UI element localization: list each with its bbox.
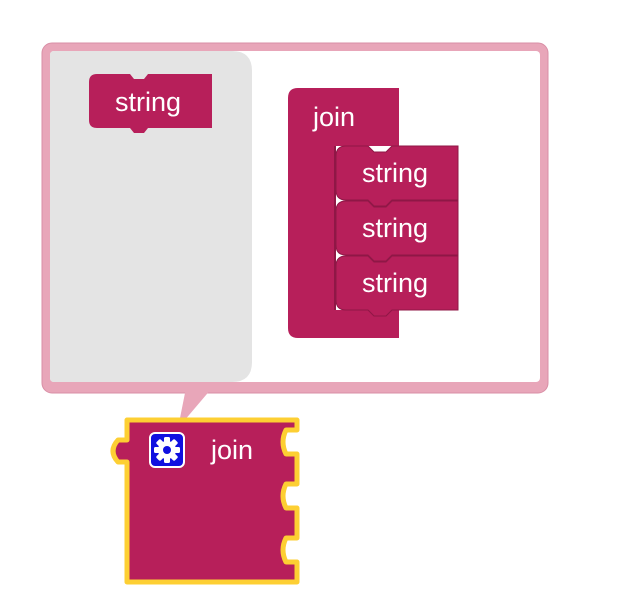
container-join-block[interactable]: join [288, 88, 399, 338]
workspace-join-label: join [210, 435, 253, 465]
flyout-string-block[interactable]: string [89, 74, 212, 133]
mutator-gear-button[interactable] [149, 432, 185, 468]
workspace-join-block[interactable]: join [110, 417, 300, 585]
container-item-body[interactable] [335, 145, 459, 207]
container-item-body[interactable] [335, 255, 459, 317]
flyout-string-block-label: string [115, 87, 181, 117]
flyout-string-block-body[interactable] [89, 74, 212, 133]
container-item-2[interactable]: string [335, 200, 459, 262]
container-item-label: string [362, 268, 428, 298]
container-item-body[interactable] [335, 200, 459, 262]
workspace-join-block-body[interactable] [110, 417, 300, 585]
container-item-1[interactable]: string [335, 145, 459, 207]
container-item-label: string [362, 213, 428, 243]
container-join-block-body[interactable] [288, 88, 399, 338]
container-join-label: join [312, 102, 355, 132]
gear-icon[interactable] [154, 437, 180, 463]
mutator-flyout[interactable] [50, 51, 252, 382]
container-item-3[interactable]: string [335, 255, 459, 317]
container-item-label: string [362, 158, 428, 188]
